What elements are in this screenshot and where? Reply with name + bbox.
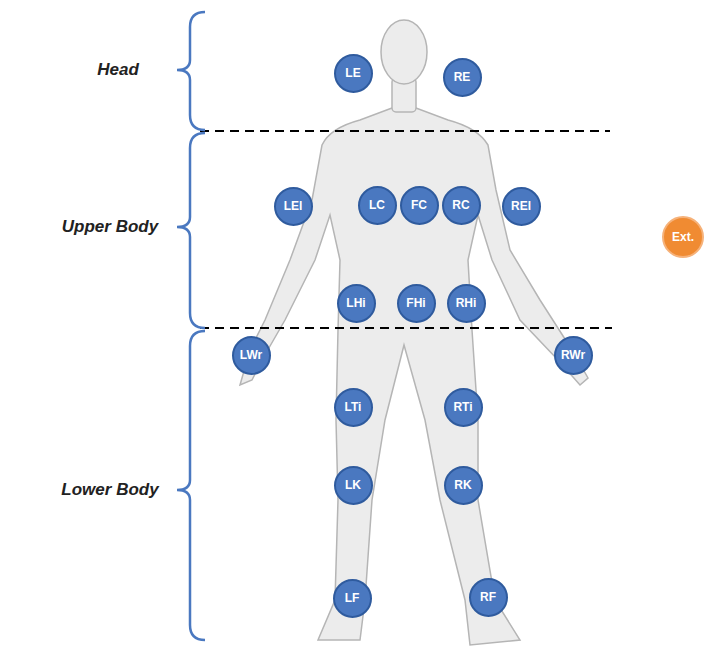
sensor-label: LC	[369, 198, 385, 212]
sensor-circle: LTi	[334, 388, 373, 427]
sensor-label: LTi	[345, 400, 362, 414]
sensor-circle: RTi	[444, 388, 483, 427]
sensor-circle: RF	[469, 578, 508, 617]
sensor-label: RF	[480, 590, 496, 604]
sensor-circle: LC	[358, 186, 397, 225]
body-silhouette	[240, 108, 588, 645]
sensor-label: LWr	[240, 348, 262, 362]
sensor-label: RWr	[561, 348, 585, 362]
sensor-circle: LK	[334, 466, 373, 505]
sensor-circle: FC	[400, 186, 439, 225]
region-label: Upper Body	[60, 217, 160, 237]
sensor-circle: LF	[333, 579, 372, 618]
sensor-circle: LE	[334, 54, 373, 93]
sensor-label: RK	[454, 478, 471, 492]
bracket	[177, 12, 205, 130]
sensor-circle: REl	[502, 187, 541, 226]
sensor-label: Ext.	[672, 230, 694, 244]
sensor-label: RE	[454, 70, 471, 84]
sensor-circle: RWr	[554, 336, 593, 375]
external-sensor-circle: Ext.	[662, 216, 704, 258]
sensor-circle: RC	[442, 186, 481, 225]
bracket	[177, 331, 205, 640]
sensor-label: FHi	[406, 296, 425, 310]
region-label: Head	[95, 60, 141, 80]
sensor-circle: LEl	[274, 187, 313, 226]
sensor-circle: RE	[443, 58, 482, 97]
sensor-label: LK	[345, 478, 361, 492]
sensor-circle: LHi	[337, 284, 376, 323]
sensor-label: LF	[345, 591, 360, 605]
bracket	[177, 133, 205, 328]
sensor-circle: FHi	[397, 284, 436, 323]
sensor-label: FC	[411, 198, 427, 212]
sensor-circle: RK	[444, 466, 483, 505]
sensor-label: RHi	[456, 296, 477, 310]
divider-line	[200, 130, 610, 132]
divider-line	[200, 327, 612, 329]
sensor-circle: RHi	[447, 284, 486, 323]
sensor-label: LE	[345, 66, 360, 80]
sensor-label: RC	[452, 198, 469, 212]
region-label: Lower Body	[59, 480, 160, 500]
head-shape	[381, 20, 427, 84]
sensor-label: LEl	[284, 199, 303, 213]
sensor-circle: LWr	[232, 336, 271, 375]
sensor-label: RTi	[453, 400, 472, 414]
sensor-label: REl	[511, 199, 531, 213]
sensor-label: LHi	[346, 296, 365, 310]
